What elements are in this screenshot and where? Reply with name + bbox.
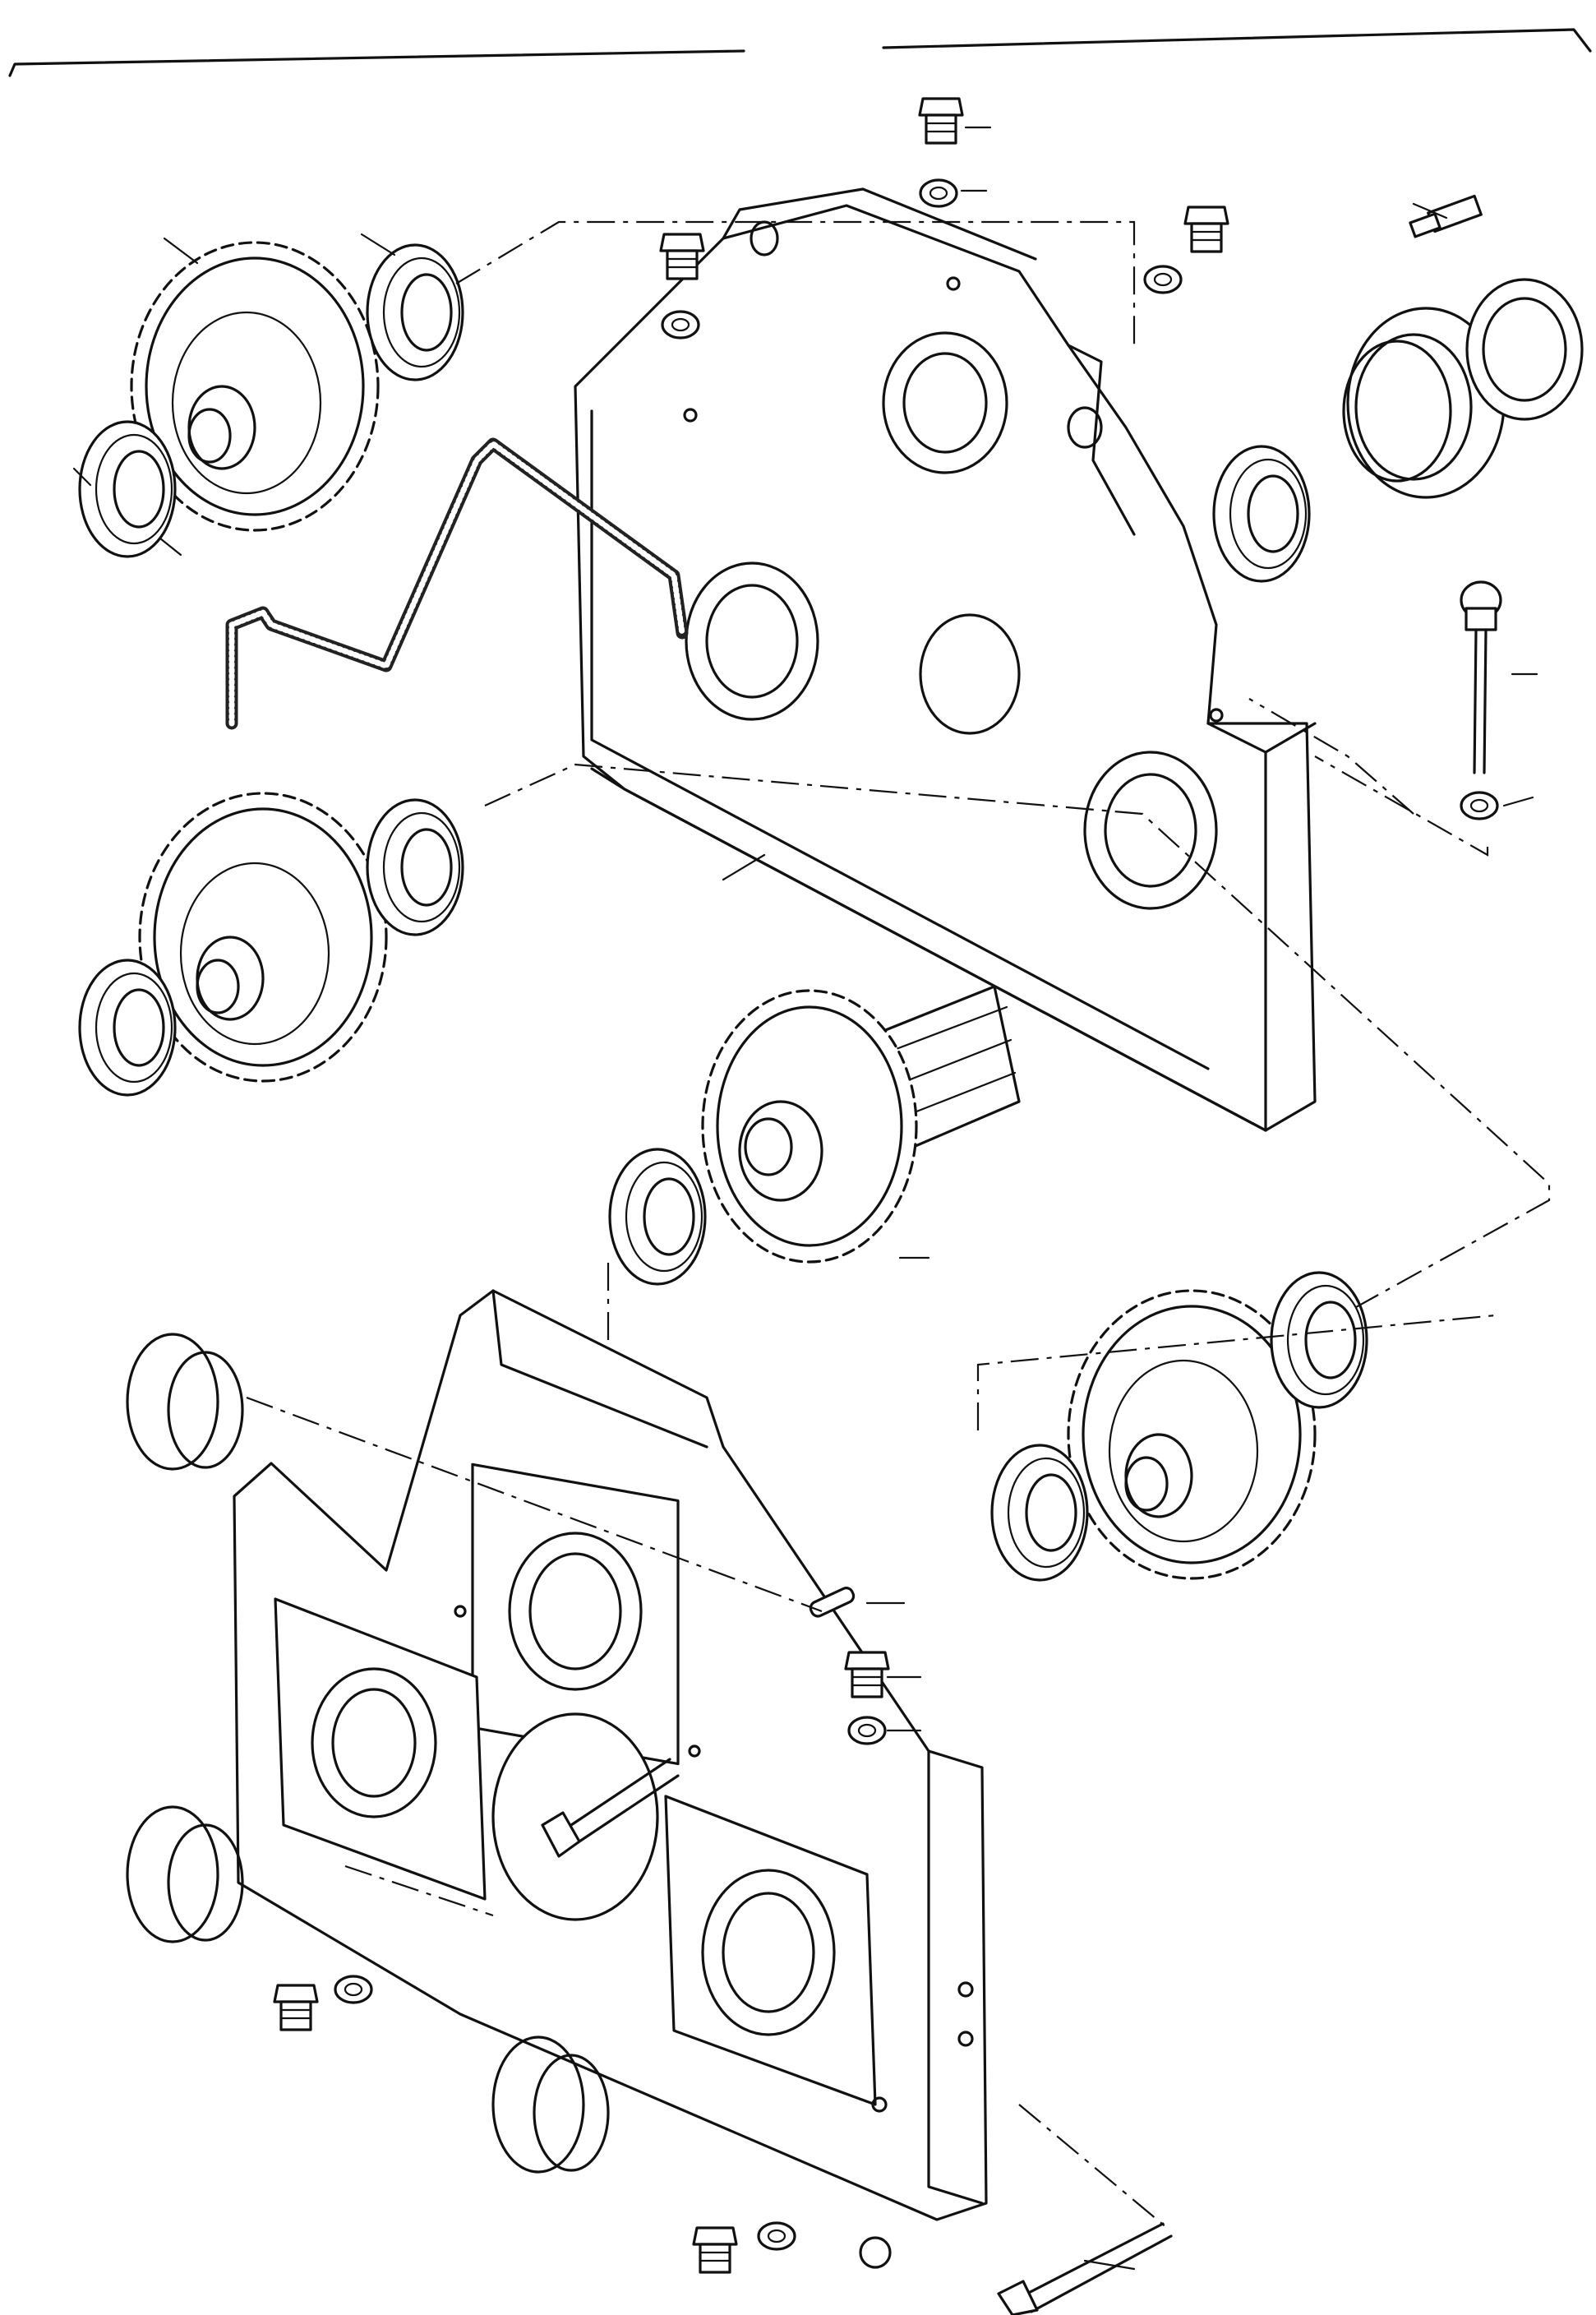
snap-ring-1 (126, 1333, 244, 1471)
plug-top-3 (1183, 206, 1229, 253)
bearing-1b (78, 420, 177, 558)
upper-housing-bore-3 (919, 613, 1021, 735)
washer-lower-1 (847, 1716, 887, 1745)
bearing-4a (1270, 1271, 1368, 1409)
plug-top-1 (918, 97, 964, 145)
bearing-5 (1212, 445, 1311, 583)
gasket (225, 437, 689, 730)
plug-lower-3 (692, 2226, 738, 2274)
washer-top-1 (919, 178, 958, 208)
plug-lower-2 (273, 1984, 319, 2031)
upper-housing-bore-1 (882, 331, 1008, 474)
plate-bolt (541, 1758, 680, 1858)
washer-top-2 (661, 310, 700, 340)
snap-ring-2 (126, 1805, 244, 1943)
bearing-3 (608, 1148, 707, 1286)
washer-top-3 (1143, 265, 1183, 294)
seal-screw (1409, 194, 1483, 238)
idler-gear-1 (130, 241, 380, 532)
plug-lower-1 (844, 1651, 890, 1698)
idler-gear-3 (1067, 1289, 1317, 1580)
shaft-gear (701, 985, 1021, 1264)
upper-housing (574, 187, 1317, 1132)
bearing-1a (366, 243, 464, 381)
dipstick-washer (1460, 791, 1499, 820)
leader-lines (72, 126, 1538, 2271)
washer-lower-3 (757, 2221, 796, 2251)
top-border-right (882, 28, 1592, 53)
dipstick (1460, 580, 1502, 774)
lower-cover-plate (233, 1289, 988, 2269)
lower-cover-window (491, 1712, 659, 1921)
bearing-4b (990, 1444, 1089, 1582)
washer-lower-2 (334, 1975, 373, 2004)
dowel-pin (809, 1587, 856, 1618)
top-border-left (8, 49, 745, 77)
long-bolt (997, 2222, 1173, 2315)
plug-top-2 (659, 233, 705, 280)
bearing-2b (78, 959, 177, 1097)
idler-gear-2 (138, 792, 388, 1083)
assembly-lines (246, 220, 1551, 2229)
bearing-2a (366, 798, 464, 936)
seal-housing (1342, 278, 1584, 499)
